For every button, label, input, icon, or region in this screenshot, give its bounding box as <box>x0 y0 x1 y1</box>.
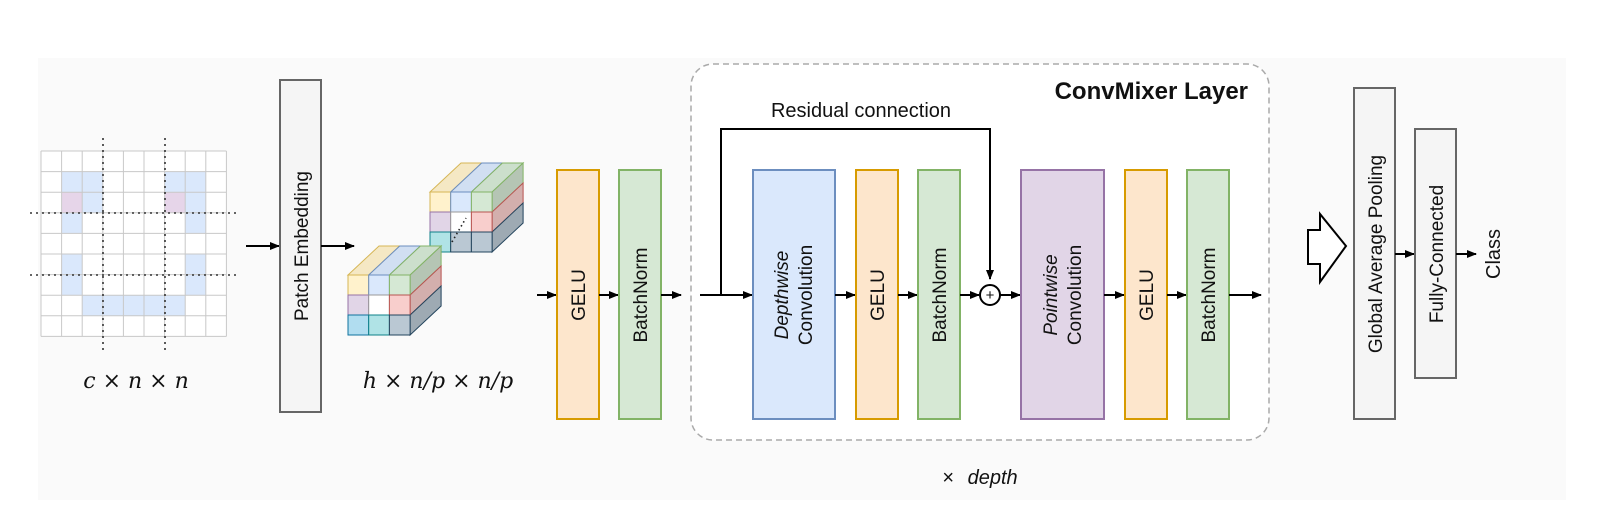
cube-front-face <box>450 191 472 213</box>
grid-cell-blue <box>102 295 124 316</box>
grid-cell-blue <box>61 274 83 296</box>
grid-cell-blue <box>82 171 103 193</box>
depthwise-convolution-label: Convolution <box>796 245 817 345</box>
depthwise-convolution-block: Depthwise Convolution <box>752 169 836 420</box>
global-average-pooling-label: Global Average Pooling <box>1366 155 1387 353</box>
convmixer-batchnorm-1-label: BatchNorm <box>930 247 951 342</box>
depth-word: depth <box>968 467 1018 489</box>
grid-cell-blue <box>82 192 103 213</box>
cube-front-face <box>388 274 411 296</box>
cube-front-face <box>388 314 411 336</box>
grid-cell-blue <box>185 192 206 213</box>
tensor-dimensions-label: h × n/p × n/p <box>363 369 513 394</box>
global-average-pooling-block: Global Average Pooling <box>1353 87 1396 420</box>
convmixer-gelu-1-label: GELU <box>868 269 889 321</box>
input-dimensions-label: c × n × n <box>83 369 189 394</box>
depth-repeat-label: × depth <box>942 467 1017 489</box>
cube-front-face <box>450 211 472 233</box>
add-symbol: + <box>986 287 995 304</box>
times-symbol: × <box>942 467 954 489</box>
convmixer-gelu-2-block: GELU <box>1124 169 1168 420</box>
fully-connected-label: Fully-Connected <box>1427 185 1448 323</box>
grid-cell-purple <box>61 192 83 213</box>
grid-cell-blue <box>61 171 83 193</box>
class-output-label: Class <box>1483 229 1505 279</box>
cube-front-face <box>368 314 390 336</box>
grid-cell-blue <box>185 212 206 234</box>
grid-cell-blue <box>185 254 206 275</box>
convmixer-batchnorm-2-block: BatchNorm <box>1186 169 1230 420</box>
input-image-grid <box>30 138 238 352</box>
grid-cell-blue <box>61 212 83 234</box>
cube-front-face <box>368 294 390 316</box>
batchnorm-block: BatchNorm <box>618 169 662 420</box>
patch-embedding-label: Patch Embedding <box>292 171 313 321</box>
cube-front-face <box>470 231 493 253</box>
grid-cell-blue <box>144 295 165 316</box>
cube-front-face <box>470 211 493 233</box>
convmixer-layer-title: ConvMixer Layer <box>1055 78 1248 105</box>
convmixer-batchnorm-2-label: BatchNorm <box>1199 247 1220 342</box>
residual-connection-label: Residual connection <box>771 100 951 122</box>
grid-cell-blue <box>164 171 186 193</box>
depthwise-label: Depthwise <box>772 251 793 340</box>
cube-front-face <box>368 274 390 296</box>
grid-cell-blue <box>164 295 186 316</box>
cube-front-face <box>347 314 370 336</box>
cube-front-face <box>429 211 452 233</box>
convmixer-gelu-2-label: GELU <box>1137 269 1158 321</box>
patch-embedding-block: Patch Embedding <box>279 79 322 413</box>
pointwise-label: Pointwise <box>1041 254 1062 335</box>
residual-connection-path <box>720 128 994 295</box>
cube-front-face <box>347 274 370 296</box>
hollow-flow-arrow <box>1307 211 1348 286</box>
cube-front-face <box>429 191 452 213</box>
convmixer-batchnorm-1-block: BatchNorm <box>917 169 961 420</box>
grid-cell-blue <box>123 295 144 316</box>
grid-cell-blue <box>82 295 103 316</box>
convmixer-gelu-1-block: GELU <box>855 169 899 420</box>
cube-front-face <box>450 231 472 253</box>
pointwise-convolution-block: Pointwise Convolution <box>1020 169 1105 420</box>
grid-cell-blue <box>185 171 206 193</box>
batchnorm-label: BatchNorm <box>631 247 652 342</box>
grid-cell-blue <box>185 274 206 296</box>
cube-dotted-connector <box>451 217 467 243</box>
cube-front-face <box>388 294 411 316</box>
cube-front-face <box>470 191 493 213</box>
grid-cell-blue <box>61 254 83 275</box>
grid-cell-purple <box>164 192 186 213</box>
feature-tensor-cubes <box>346 161 525 337</box>
pointwise-convolution-label: Convolution <box>1065 245 1086 345</box>
cube-front-face <box>347 294 370 316</box>
gelu-block: GELU <box>556 169 600 420</box>
residual-add-node: + <box>979 284 1001 306</box>
gelu-label: GELU <box>569 269 590 321</box>
fully-connected-block: Fully-Connected <box>1414 128 1457 379</box>
